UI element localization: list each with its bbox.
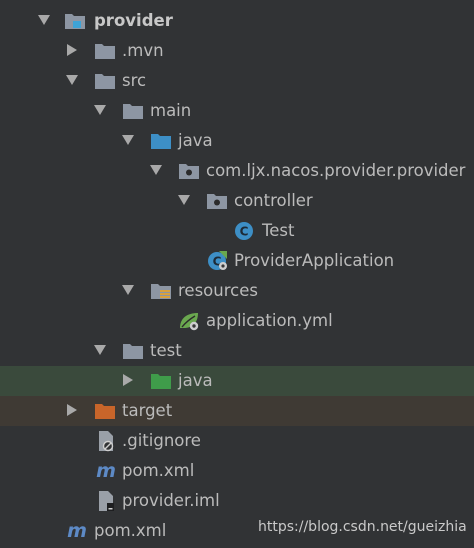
svg-text:m: m bbox=[96, 461, 116, 481]
tree-row-pom-inner[interactable]: m pom.xml bbox=[0, 456, 474, 486]
gitignore-file-icon bbox=[99, 431, 114, 452]
tree-row-resources[interactable]: resources bbox=[0, 276, 474, 306]
tree-row-provider-application[interactable]: C ProviderApplication bbox=[0, 246, 474, 276]
chevron-down-icon[interactable] bbox=[94, 105, 106, 115]
tree-row-main[interactable]: main bbox=[0, 96, 474, 126]
maven-icon: m bbox=[67, 521, 87, 541]
tree-label-test-dir: test bbox=[150, 341, 182, 360]
svg-text:C: C bbox=[240, 225, 249, 239]
tree-row-target[interactable]: target bbox=[0, 396, 474, 426]
tree-label-resources: resources bbox=[178, 281, 258, 300]
tree-label-java: java bbox=[178, 131, 213, 150]
svg-text:C: C bbox=[213, 255, 222, 269]
tree-label-mvn: .mvn bbox=[122, 41, 164, 60]
svg-text:m: m bbox=[67, 521, 87, 541]
folder-icon bbox=[123, 344, 143, 359]
chevron-down-icon[interactable] bbox=[94, 345, 106, 355]
chevron-down-icon[interactable] bbox=[122, 135, 134, 145]
folder-icon bbox=[95, 74, 115, 89]
package-icon bbox=[207, 194, 227, 209]
folder-icon bbox=[123, 104, 143, 119]
tree-label-package: com.ljx.nacos.provider.provider bbox=[206, 161, 466, 180]
folder-icon bbox=[95, 44, 115, 59]
iml-file-icon bbox=[99, 491, 114, 511]
tree-row-test-class[interactable]: C Test bbox=[0, 216, 474, 246]
spring-boot-class-icon: C bbox=[208, 251, 227, 270]
tree-label-pom-outer: pom.xml bbox=[94, 521, 167, 540]
tree-label-main: main bbox=[150, 101, 192, 120]
chevron-down-icon[interactable] bbox=[38, 15, 50, 25]
tree-label-provider-application: ProviderApplication bbox=[234, 251, 395, 270]
chevron-down-icon[interactable] bbox=[178, 195, 190, 205]
tree-row-src[interactable]: src bbox=[0, 66, 474, 96]
tree-label-application-yml: application.yml bbox=[206, 311, 333, 330]
test-source-folder-icon bbox=[151, 374, 171, 389]
tree-row-package[interactable]: com.ljx.nacos.provider.provider bbox=[0, 156, 474, 186]
resources-folder-icon bbox=[151, 284, 171, 299]
tree-row-gitignore[interactable]: .gitignore bbox=[0, 426, 474, 456]
tree-label-src: src bbox=[122, 71, 147, 90]
chevron-down-icon[interactable] bbox=[150, 165, 162, 175]
tree-label-test-class: Test bbox=[262, 221, 295, 240]
java-class-icon: C bbox=[235, 222, 253, 240]
tree-row-pom-outer[interactable]: m pom.xml bbox=[0, 516, 474, 546]
chevron-down-icon[interactable] bbox=[66, 75, 78, 85]
chevron-right-icon[interactable] bbox=[67, 404, 77, 416]
tree-label-provider: provider bbox=[94, 11, 173, 30]
tree-row-iml[interactable]: provider.iml bbox=[0, 486, 474, 516]
maven-icon: m bbox=[96, 461, 116, 481]
chevron-down-icon[interactable] bbox=[122, 285, 134, 295]
chevron-right-icon[interactable] bbox=[123, 374, 133, 386]
module-folder-icon bbox=[65, 14, 85, 29]
tree-label-controller: controller bbox=[234, 191, 313, 210]
tree-row-java[interactable]: java bbox=[0, 126, 474, 156]
tree-label-target: target bbox=[122, 401, 173, 420]
tree-row-mvn[interactable]: .mvn bbox=[0, 36, 474, 66]
tree-label-test-java: java bbox=[178, 371, 213, 390]
tree-label-gitignore: .gitignore bbox=[122, 431, 201, 450]
chevron-right-icon[interactable] bbox=[67, 44, 77, 56]
spring-config-icon bbox=[180, 313, 199, 331]
tree-row-test-java[interactable]: java bbox=[0, 366, 474, 396]
tree-row-application-yml[interactable]: application.yml bbox=[0, 306, 474, 336]
package-icon bbox=[179, 164, 199, 179]
source-folder-icon bbox=[151, 134, 171, 149]
tree-label-iml: provider.iml bbox=[122, 491, 220, 510]
tree-label-pom-inner: pom.xml bbox=[122, 461, 195, 480]
tree-row-controller[interactable]: controller bbox=[0, 186, 474, 216]
watermark-text: https://blog.csdn.net/gueizhia bbox=[258, 519, 467, 535]
excluded-folder-icon bbox=[95, 404, 115, 419]
tree-row-test-dir[interactable]: test bbox=[0, 336, 474, 366]
tree-row-provider[interactable]: provider bbox=[0, 6, 474, 36]
